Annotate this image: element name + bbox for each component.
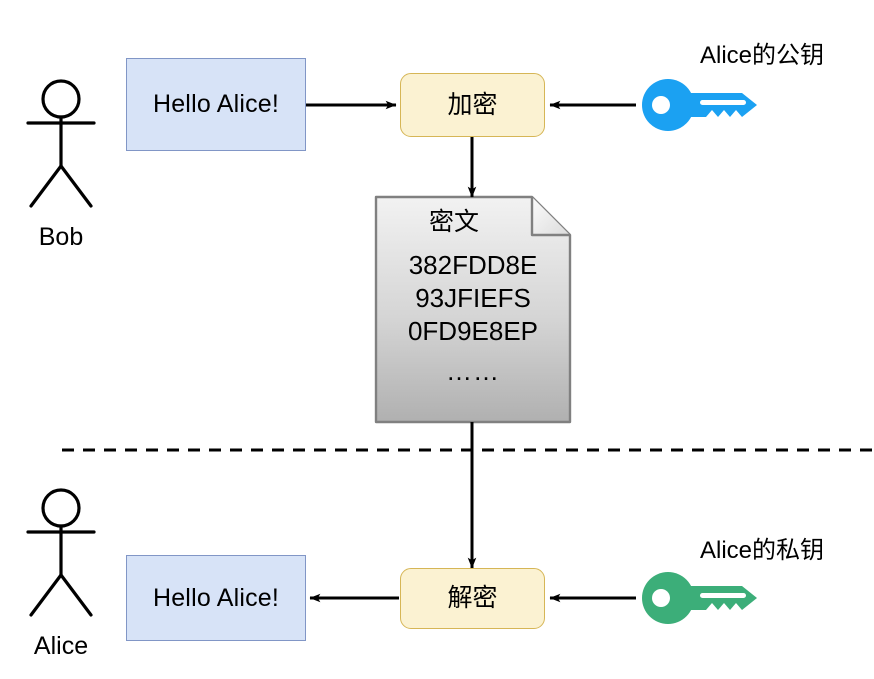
public-key-icon: [642, 79, 757, 131]
private-key-icon: [642, 572, 757, 624]
actor-label-bob: Bob: [38, 223, 84, 251]
actor-bob-figure: [26, 79, 96, 208]
ciphertext-line-1: 382FDD8E: [408, 250, 538, 280]
ciphertext-ellipsis: ……: [446, 356, 500, 386]
public-key-caption: Alice的公钥: [700, 42, 825, 69]
encrypt-process-label: 加密: [447, 90, 498, 119]
decrypt-process-label: 解密: [447, 584, 498, 612]
actor-label-alice: Alice: [33, 632, 89, 660]
ciphertext-line-2: 93JFIEFS: [415, 283, 531, 313]
plaintext-message-text-receiver: Hello Alice!: [152, 583, 280, 612]
encrypt-process-box[interactable]: 加密: [400, 73, 545, 137]
plaintext-message-box-receiver[interactable]: Hello Alice!: [126, 555, 306, 641]
plaintext-message-box-sender[interactable]: Hello Alice!: [126, 58, 306, 151]
private-key-caption: Alice的私钥: [700, 537, 825, 564]
ciphertext-title: 密文: [428, 208, 479, 236]
ciphertext-line-3: 0FD9E8EP: [407, 316, 539, 346]
decrypt-process-box[interactable]: 解密: [400, 568, 545, 629]
plaintext-message-text-sender: Hello Alice!: [152, 90, 280, 118]
actor-alice-figure: [26, 488, 96, 617]
